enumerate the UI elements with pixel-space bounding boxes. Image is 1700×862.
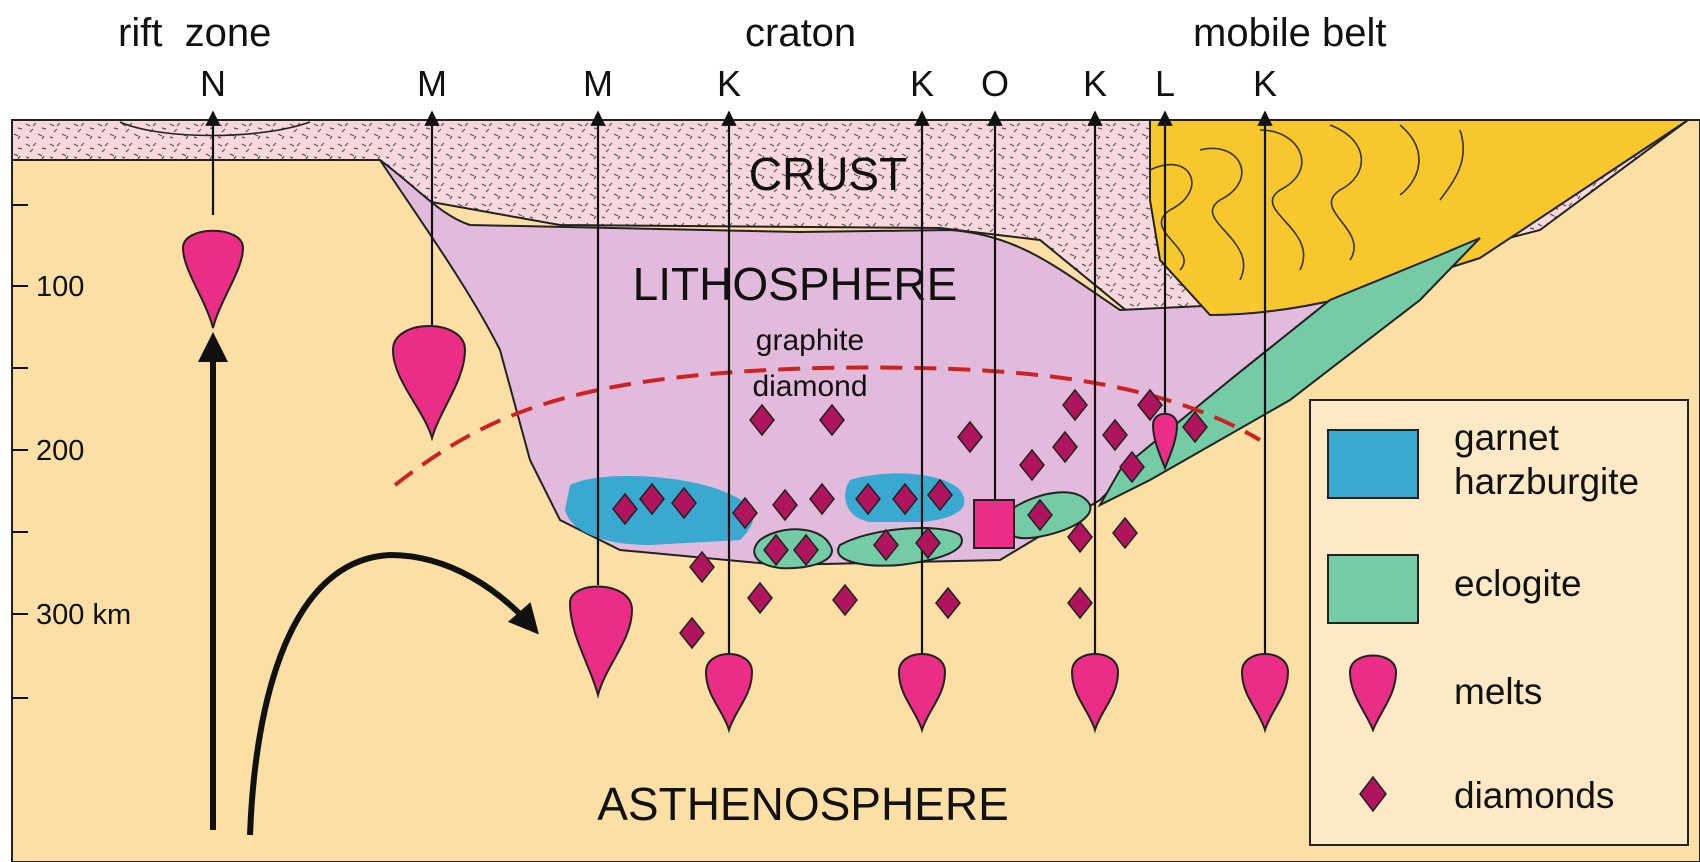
header-rift-zone: rift zone [118,11,271,55]
legend-swatch-eclogite [1328,555,1418,623]
pipe-label-M1: M [417,63,447,104]
pipe-label-L: L [1155,63,1175,104]
pipe-label-K4: K [1253,63,1277,104]
pipe-label-K2: K [910,63,934,104]
depth-label-200: 200 [36,435,84,467]
legend-label-diamonds: diamonds [1454,775,1614,816]
legend-swatch-harzburgite [1328,430,1418,498]
pipe-label-O: O [981,63,1009,104]
header-craton: craton [745,11,856,55]
pipe-label-M2: M [583,63,613,104]
legend-label-melts: melts [1454,671,1542,712]
label-crust: CRUST [749,148,907,200]
header-mobile-belt: mobile belt [1193,11,1386,55]
legend: garnet harzburgite eclogite melts diamon… [1310,400,1688,845]
legend-label-garnet: garnet [1454,417,1560,458]
label-graphite: graphite [756,324,864,357]
label-lithosphere: LITHOSPHERE [633,258,958,310]
legend-label-eclogite: eclogite [1454,563,1582,604]
legend-label-harzburgite: harzburgite [1454,461,1639,502]
label-asthenosphere: ASTHENOSPHERE [597,778,1009,830]
pipe-label-K1: K [717,63,741,104]
label-diamond: diamond [752,370,867,403]
depth-label-300: 300 km [36,599,131,631]
pipe-label-N: N [200,63,226,104]
depth-label-100: 100 [36,271,84,303]
pipe-label-K3: K [1083,63,1107,104]
melt-block-O [974,500,1014,548]
